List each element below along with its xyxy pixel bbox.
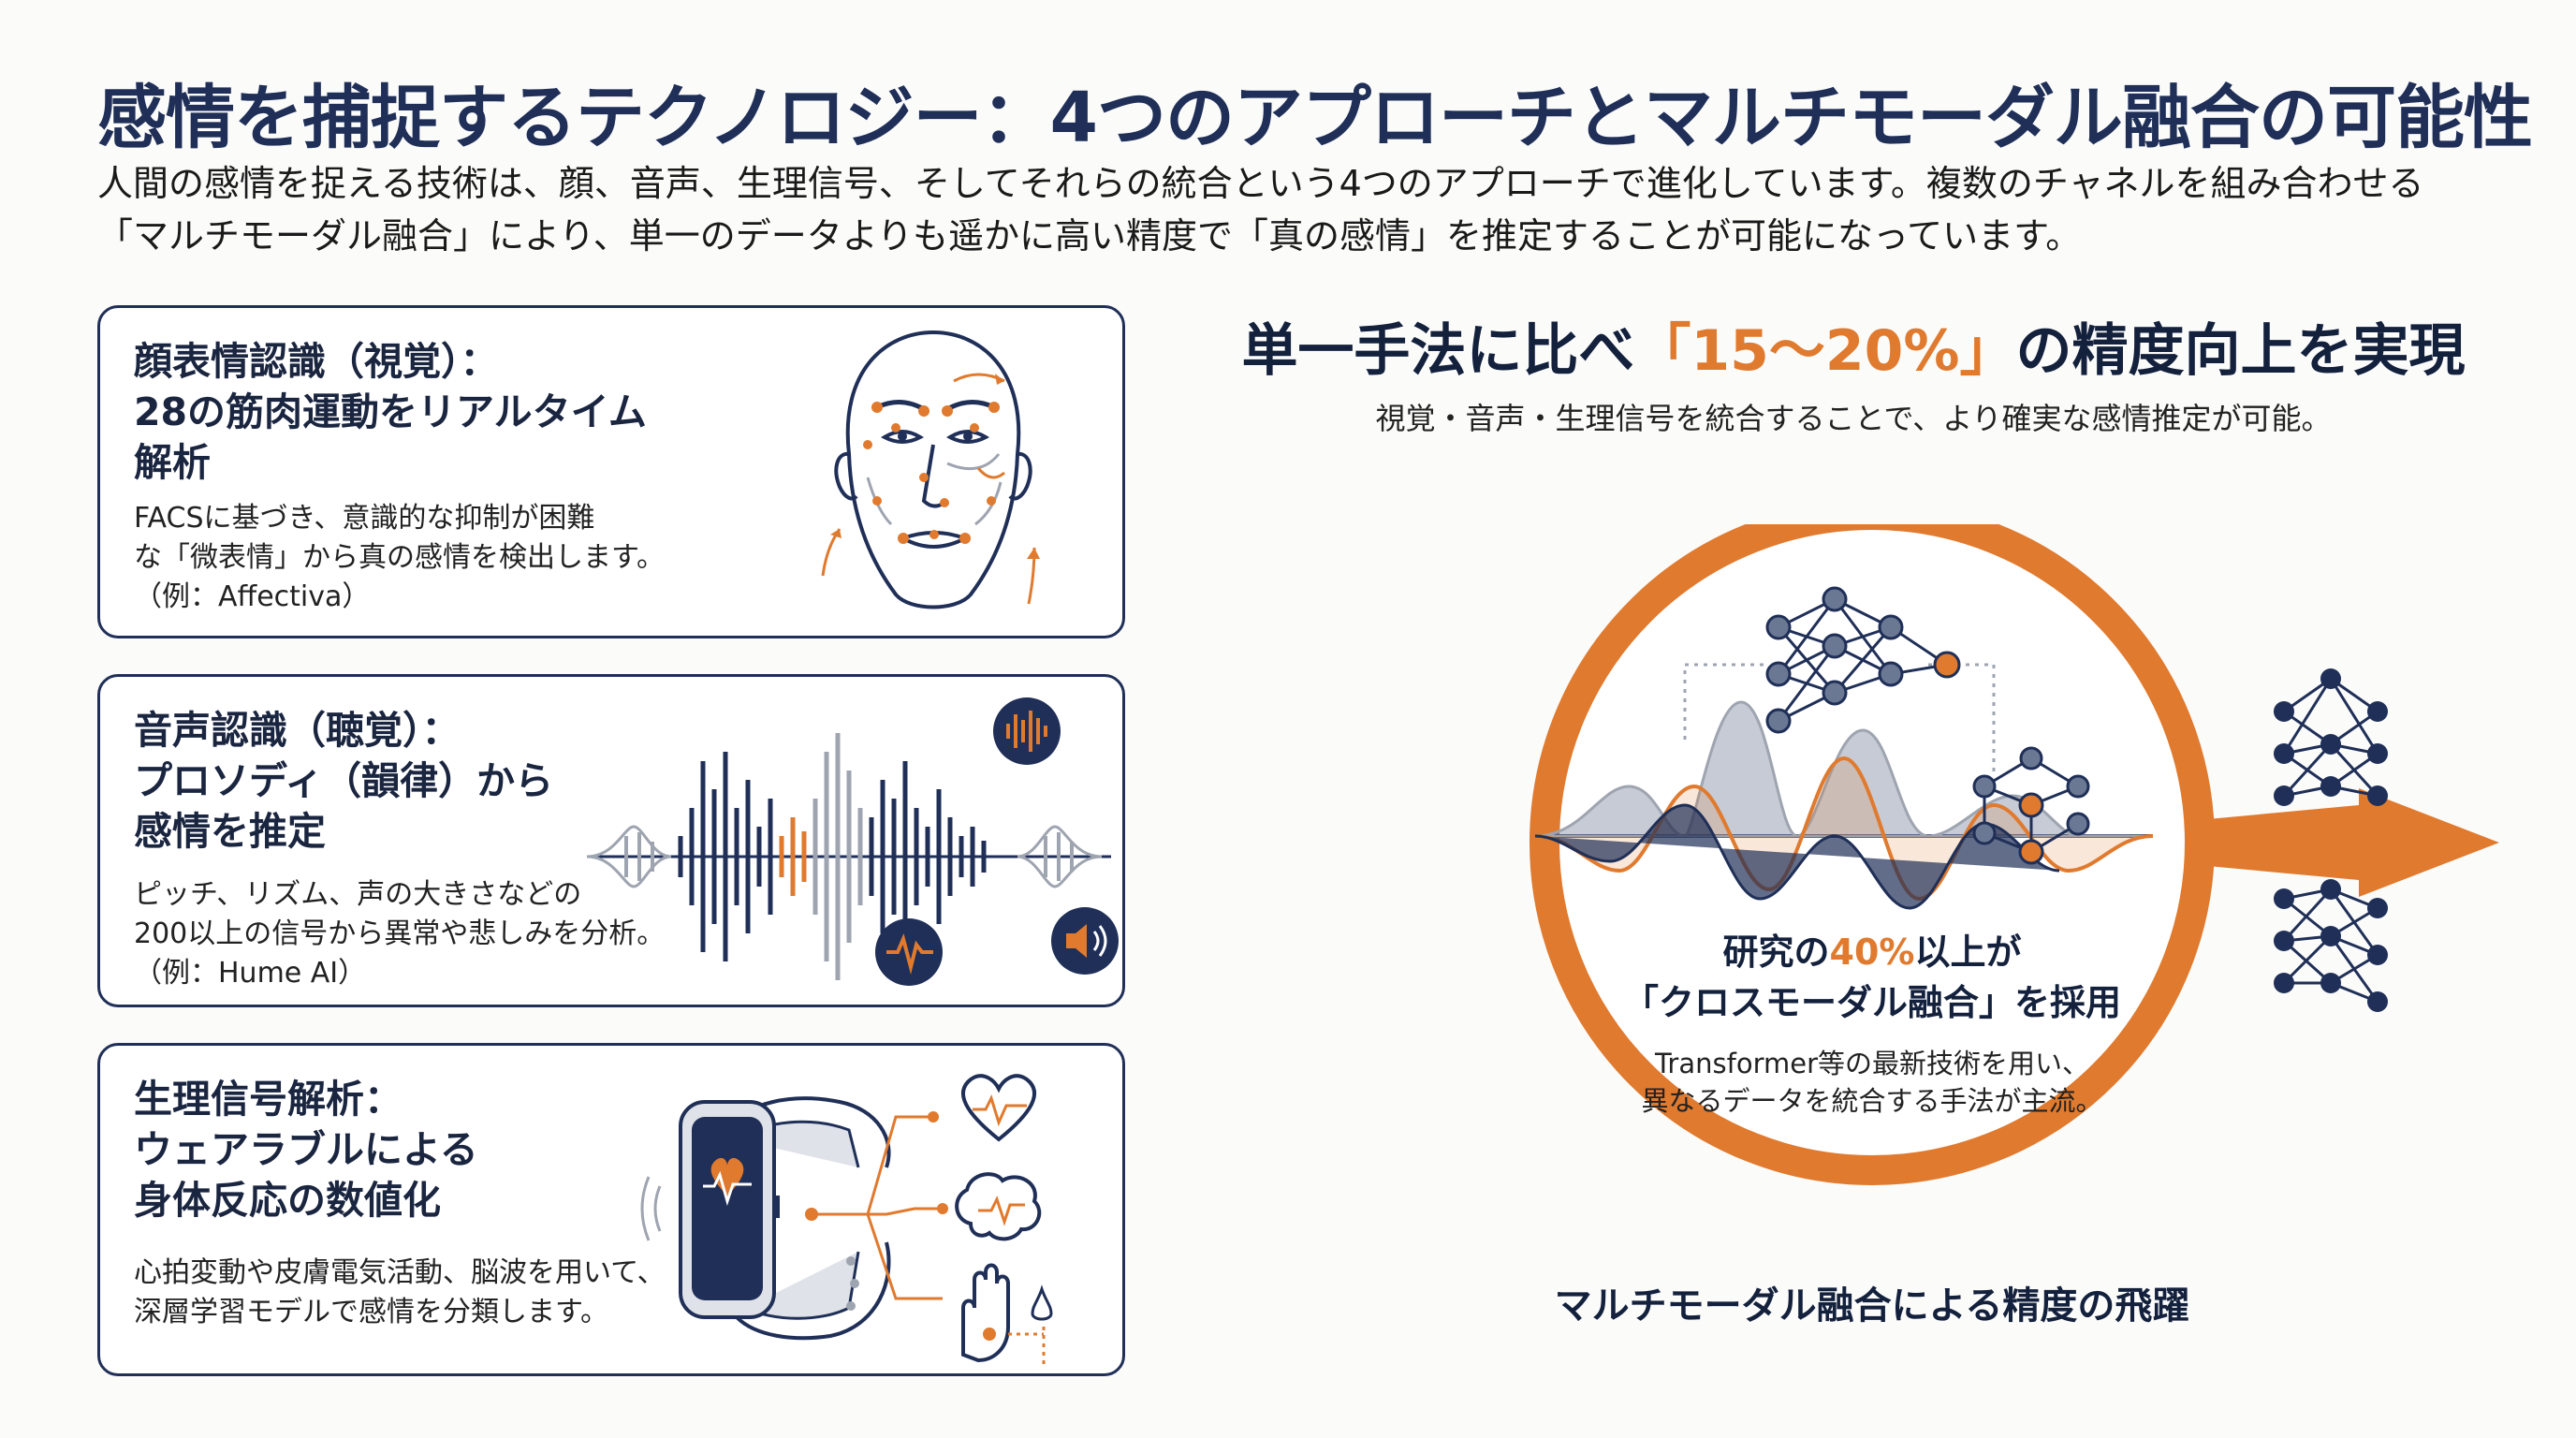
stat-description: Transformer等の最新技術を用い、 異なるデータを統合する手法が主流。 bbox=[1544, 1045, 2200, 1120]
stat-desc-line: 異なるデータを統合する手法が主流。 bbox=[1641, 1085, 2103, 1117]
card-title: 顔表情認識（視覚）： 28の筋肉運動をリアルタイム 解析 bbox=[134, 336, 733, 488]
stat-highlight: 40% bbox=[1829, 932, 1915, 973]
card-description: ピッチ、リズム、声の大きさなどの 200以上の信号から異常や悲しみを分析。 （例… bbox=[134, 875, 733, 993]
stat-line-1: 研究の40%以上が bbox=[1544, 927, 2200, 977]
card-physiological-signals: 生理信号解析： ウェアラブルによる 身体反応の数値化 心拍変動や皮膚電気活動、脳… bbox=[97, 1043, 1125, 1376]
card-desc-line: （例：Hume AI） bbox=[134, 957, 367, 990]
card-desc-line: ピッチ、リズム、声の大きさなどの bbox=[134, 878, 582, 911]
card-title: 音声認識（聴覚）： プロソディ（韻律）から 感情を推定 bbox=[134, 705, 733, 857]
card-title-line: 身体反応の数値化 bbox=[134, 1178, 441, 1223]
fusion-statistic: 研究の40%以上が 「クロスモーダル融合」を採用 Transformer等の最新… bbox=[1544, 927, 2200, 1120]
card-title: 生理信号解析： ウェアラブルによる 身体反応の数値化 bbox=[134, 1074, 733, 1225]
page-title: 感情を捕捉するテクノロジー：4つのアプローチとマルチモーダル融合の可能性 bbox=[97, 78, 2533, 158]
fusion-subheadline: 視覚・音声・生理信号を統合することで、より確実な感情推定が可能。 bbox=[1375, 401, 2332, 436]
card-title-line: 顔表情認識（視覚）： bbox=[134, 339, 499, 384]
card-title-line: 解析 bbox=[134, 440, 211, 485]
card-desc-line: （例：Affectiva） bbox=[134, 580, 371, 613]
card-title-line: 音声認識（聴覚）： bbox=[134, 708, 461, 753]
stat-line-2: 「クロスモーダル融合」を採用 bbox=[1622, 982, 2121, 1023]
headline-highlight: 「15〜20%」 bbox=[1634, 318, 2016, 384]
card-desc-line: FACSに基づき、意識的な抑制が困難 bbox=[134, 502, 595, 535]
stat-text: 研究の bbox=[1722, 932, 1830, 973]
stat-text: 以上が bbox=[1914, 932, 2022, 973]
card-desc-line: 200以上の信号から異常や悲しみを分析。 bbox=[134, 917, 666, 950]
card-title-line: 感情を推定 bbox=[134, 809, 326, 854]
card-title-line: 生理信号解析： bbox=[134, 1077, 402, 1122]
headline-text: の精度向上を実現 bbox=[2015, 318, 2466, 384]
card-description: 心拍変動や皮膚電気活動、脳波を用いて、 深層学習モデルで感情を分類します。 bbox=[134, 1254, 733, 1332]
card-voice-recognition: 音声認識（聴覚）： プロソディ（韻律）から 感情を推定 ピッチ、リズム、声の大き… bbox=[97, 674, 1125, 1007]
stat-desc-line: Transformer等の最新技術を用い、 bbox=[1654, 1048, 2089, 1079]
card-face-recognition: 顔表情認識（視覚）： 28の筋肉運動をリアルタイム 解析 FACSに基づき、意識… bbox=[97, 305, 1125, 638]
card-title-line: 28の筋肉運動をリアルタイム bbox=[134, 389, 647, 434]
multimodal-fusion-illustration bbox=[1530, 524, 2499, 1185]
smartwatch-icon bbox=[640, 1074, 1053, 1364]
card-desc-line: な「微表情」から真の感情を検出します。 bbox=[134, 541, 665, 574]
card-desc-line: 深層学習モデルで感情を分類します。 bbox=[134, 1296, 608, 1328]
intro-line: 人間の感情を捉える技術は、顔、音声、生理信号、そしてそれらの統合という4つのアプ… bbox=[97, 163, 2424, 204]
card-title-line: ウェアラブルによる bbox=[134, 1127, 478, 1172]
fusion-headline: 単一手法に比べ「15〜20%」の精度向上を実現 bbox=[1208, 305, 2499, 387]
fusion-caption: マルチモーダル融合による精度の飛躍 bbox=[1554, 1284, 2190, 1328]
card-description: FACSに基づき、意識的な抑制が困難 な「微表情」から真の感情を検出します。 （… bbox=[134, 499, 733, 617]
card-desc-line: 心拍変動や皮膚電気活動、脳波を用いて、 bbox=[134, 1256, 666, 1289]
face-analysis-icon bbox=[821, 330, 1040, 609]
headline-text: 単一手法に比べ bbox=[1241, 318, 1635, 384]
sound-wave-icon bbox=[586, 697, 1119, 986]
intro-text: 人間の感情を捉える技術は、顔、音声、生理信号、そしてそれらの統合という4つのアプ… bbox=[97, 157, 2494, 262]
intro-line: 「マルチモーダル融合」により、単一のデータよりも遥かに高い精度で「真の感情」を推… bbox=[97, 215, 2082, 257]
card-title-line: プロソディ（韻律）から bbox=[134, 758, 554, 803]
